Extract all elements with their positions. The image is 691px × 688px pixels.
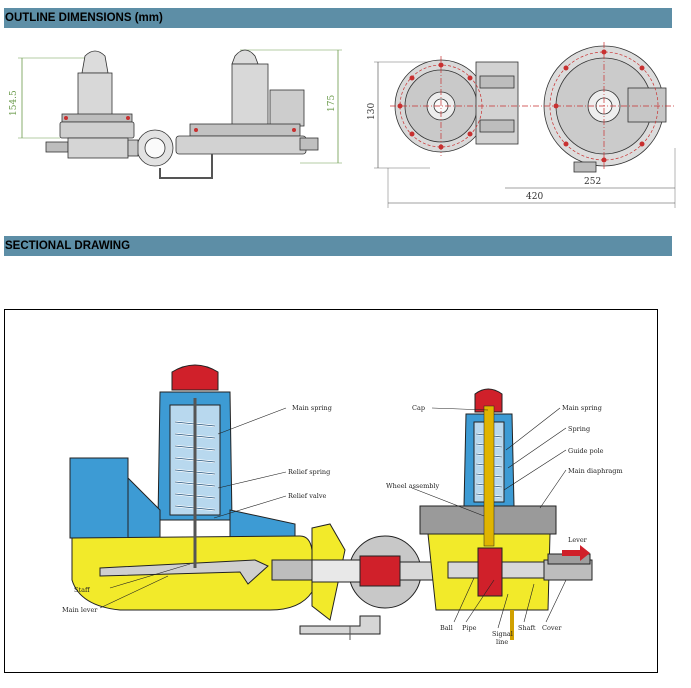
leader-lines: [99, 407, 567, 629]
dimension-width-inner: 252: [584, 177, 601, 187]
side-view: [18, 49, 342, 179]
dimension-height-right: 175: [327, 95, 337, 112]
label-main-spring-right: Main spring: [562, 404, 602, 412]
label-guide-pole: Guide pole: [568, 447, 604, 455]
label-main-lever: Main lever: [62, 606, 98, 614]
sectional-drawing-frame: [4, 309, 658, 673]
label-staff: Staff: [74, 586, 91, 594]
dimension-height-left: 154.5: [9, 90, 19, 116]
top-view-bolts: [397, 49, 645, 163]
label-spring: Spring: [568, 425, 590, 433]
outline-dimensions-drawing: 154.5 175: [9, 42, 676, 208]
outline-dimensions-header: OUTLINE DIMENSIONS (mm): [4, 8, 672, 28]
label-signal-line-1: Signal: [492, 630, 513, 638]
top-view: [374, 45, 676, 208]
label-shaft: Shaft: [518, 624, 536, 632]
sectional-drawing-header: SECTIONAL DRAWING: [4, 236, 672, 256]
label-cap: Cap: [412, 404, 425, 412]
label-lever: Lever: [568, 536, 588, 544]
label-pipe: Pipe: [462, 624, 477, 632]
middle-valve: [271, 523, 445, 640]
dimension-height-top-view: 130: [367, 103, 377, 120]
dimension-width-total: 420: [526, 192, 543, 202]
label-ball: Ball: [440, 624, 453, 632]
label-relief-spring: Relief spring: [288, 468, 330, 476]
label-main-diaphragm: Main diaphragm: [568, 467, 623, 475]
label-cover: Cover: [542, 624, 562, 632]
label-relief-valve: Relief valve: [288, 492, 327, 500]
label-main-spring-left: Main spring: [292, 404, 332, 412]
label-wheel-assembly: Wheel assembly: [386, 482, 440, 490]
label-signal-line-2: line: [496, 638, 508, 646]
right-regulator: [419, 388, 593, 640]
sectional-drawing: Main spring Relief spring Relief valve S…: [62, 364, 623, 646]
flow-direction-arrow: [562, 545, 590, 561]
